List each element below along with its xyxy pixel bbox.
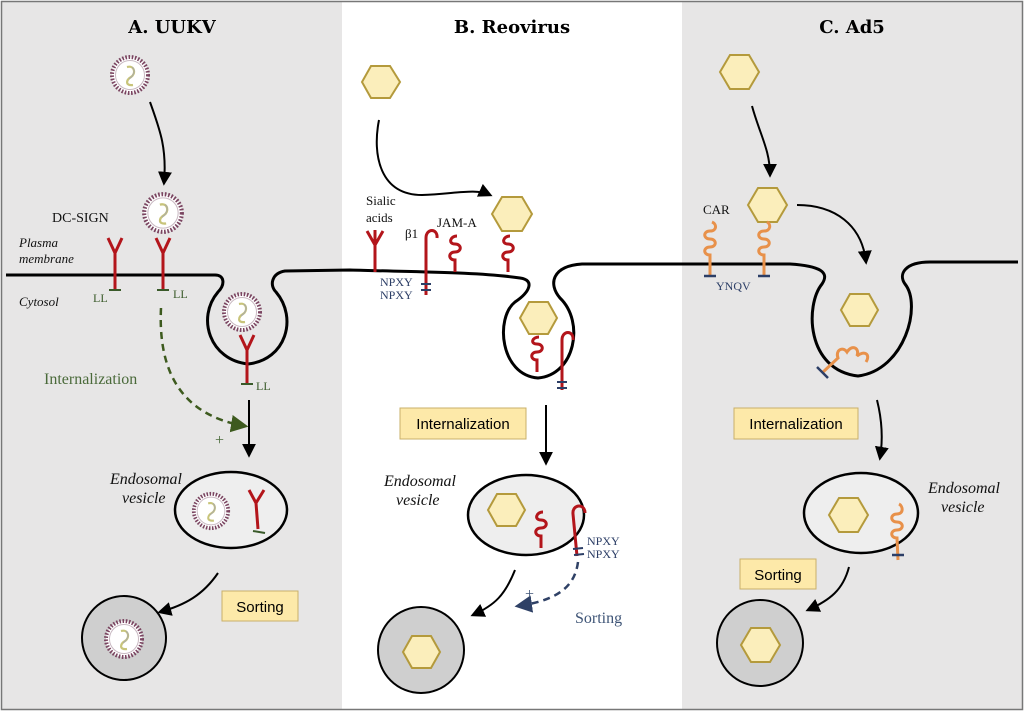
internalization-box-b bbox=[399, 407, 527, 440]
reovirus-lysosome-virion-icon bbox=[401, 635, 442, 669]
arrow-to-lysosome-b bbox=[470, 569, 516, 617]
beta1-label: β1 bbox=[405, 226, 418, 241]
car-label: CAR bbox=[703, 202, 730, 217]
uukv-virion-icon bbox=[110, 55, 150, 95]
arrow-to-lysosome-a bbox=[157, 572, 219, 616]
panel-c-background bbox=[682, 2, 1022, 709]
car-receptor-free bbox=[703, 220, 717, 275]
endosomal-label-c: Endosomal bbox=[927, 480, 1001, 497]
panel-c-title: C. Ad5 bbox=[819, 17, 885, 38]
acids-label: acids bbox=[366, 210, 393, 225]
sorting-arrow-b bbox=[514, 561, 580, 613]
ad5-bound-virion-icon bbox=[746, 187, 789, 223]
npxy-mark bbox=[572, 547, 584, 550]
reovirus-bound-virion-icon bbox=[490, 196, 534, 232]
npxy-label-2: NPXY bbox=[380, 288, 413, 302]
vesicle-label-a: vesicle bbox=[122, 490, 166, 507]
endosomal-label-b: Endosomal bbox=[383, 473, 457, 490]
ll-label-2: LL bbox=[173, 287, 188, 301]
npxy-label-3: NPXY bbox=[587, 534, 620, 548]
internalization-box-c bbox=[733, 407, 859, 440]
vesicle-label-c: vesicle bbox=[941, 499, 985, 516]
membrane-label: membrane bbox=[19, 251, 74, 266]
ynqv-label: YNQV bbox=[716, 279, 751, 293]
beta1-integrin-pit bbox=[560, 331, 575, 390]
arrow-to-endosome-c bbox=[874, 399, 889, 461]
ll-motif-mark bbox=[252, 530, 266, 534]
beta1-integrin-receptor bbox=[424, 229, 439, 295]
jam-a-receptor-bound bbox=[501, 234, 515, 272]
ll-label-3: LL bbox=[256, 379, 271, 393]
cytosol-label: Cytosol bbox=[19, 294, 59, 309]
car-receptor-endosome bbox=[890, 502, 904, 561]
panel-b-background bbox=[342, 2, 682, 709]
ad5-lysosome-virion-icon bbox=[739, 627, 782, 663]
uukv-pit-virion-icon bbox=[222, 292, 262, 332]
plus-sign-a: + bbox=[215, 432, 224, 449]
ad5-pit-virion-icon bbox=[839, 293, 880, 327]
reovirus-pit-virion-icon bbox=[518, 301, 559, 335]
dc-sign-receptor-bound bbox=[154, 237, 172, 290]
internalization-label-b: Internalization bbox=[416, 416, 509, 433]
ad5-virion-icon bbox=[718, 54, 761, 90]
reovirus-virion-icon bbox=[360, 65, 402, 99]
ll-label-1: LL bbox=[93, 291, 108, 305]
panel-a-title: A. UUKV bbox=[127, 17, 217, 38]
panel-b-title: B. Reovirus bbox=[454, 17, 570, 38]
sorting-label-a: Sorting bbox=[236, 599, 284, 616]
uukv-endosome-virion-icon bbox=[191, 491, 231, 531]
ynqv-mark bbox=[816, 366, 829, 379]
arrow-binding-b bbox=[375, 119, 493, 197]
arrow-internalization-c bbox=[796, 204, 872, 265]
npxy-label-4: NPXY bbox=[587, 547, 620, 561]
car-receptor-bound bbox=[757, 220, 772, 275]
endosomal-vesicle-a bbox=[173, 470, 289, 550]
dc-sign-receptor-pit bbox=[238, 334, 256, 383]
sorting-label-c: Sorting bbox=[754, 567, 802, 584]
dc-sign-receptor-endosome bbox=[247, 489, 266, 530]
jam-a-receptor bbox=[448, 234, 462, 272]
jam-a-receptor-pit bbox=[530, 335, 544, 372]
dc-sign-receptor-free bbox=[106, 237, 124, 290]
plasma-label: Plasma bbox=[18, 235, 59, 250]
plus-sign-b: + bbox=[525, 586, 534, 603]
vesicle-label-b: vesicle bbox=[396, 492, 440, 509]
sorting-box-a bbox=[221, 590, 299, 622]
reovirus-endosome-virion-icon bbox=[486, 493, 527, 527]
car-receptor-pit bbox=[820, 346, 870, 375]
sorting-label-b: Sorting bbox=[575, 610, 622, 627]
sialic-acid-receptor bbox=[365, 230, 385, 272]
arrow-binding-c bbox=[751, 105, 777, 178]
ad5-endosome-virion-icon bbox=[827, 497, 870, 533]
uukv-lysosome-virion-icon bbox=[104, 619, 144, 659]
npxy-mark bbox=[573, 553, 585, 556]
uukv-bound-virion-icon bbox=[144, 194, 182, 232]
jam-a-label: JAM-A bbox=[437, 215, 477, 230]
arrow-to-lysosome-c bbox=[805, 566, 850, 612]
endosomal-label-a: Endosomal bbox=[109, 471, 183, 488]
npxy-label-1: NPXY bbox=[380, 275, 413, 289]
internalization-label-a: Internalization bbox=[44, 371, 137, 388]
plasma-membrane bbox=[6, 260, 1018, 380]
beta1-integrin-endosome bbox=[571, 504, 587, 557]
dc-sign-label: DC-SIGN bbox=[52, 211, 109, 226]
sialic-label: Sialic bbox=[366, 193, 396, 208]
endosomal-vesicle-b bbox=[466, 473, 586, 557]
arrow-binding-a bbox=[149, 101, 172, 186]
internalization-label-c: Internalization bbox=[749, 416, 842, 433]
sorting-box-c bbox=[739, 558, 817, 590]
jam-a-receptor-endosome bbox=[534, 510, 548, 548]
